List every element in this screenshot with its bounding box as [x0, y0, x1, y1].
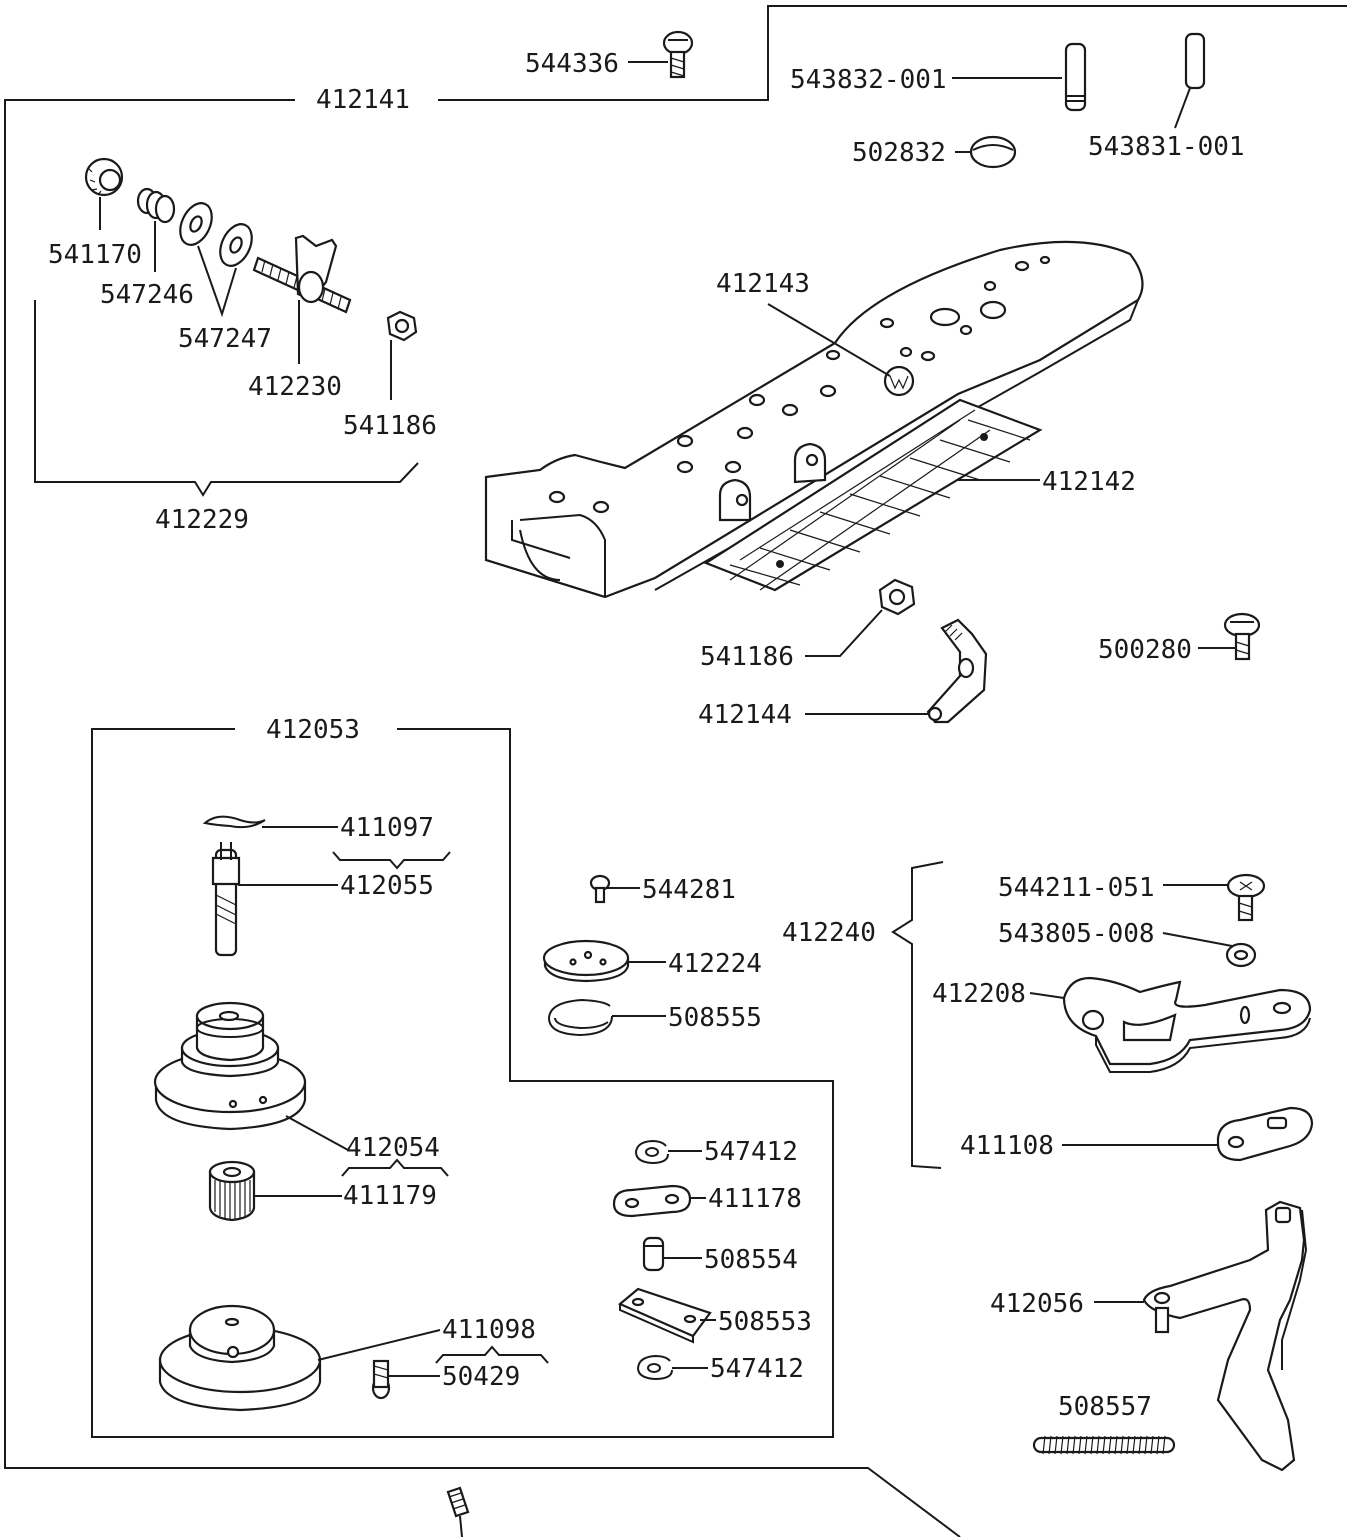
label-544336: 544336	[525, 49, 619, 79]
plate-508553	[617, 1287, 712, 1344]
label-412208: 412208	[932, 979, 1026, 1009]
clip-411097	[202, 815, 266, 829]
label-541170: 541170	[48, 240, 142, 270]
lever-412208	[1062, 976, 1312, 1073]
group-boundary-412141	[4, 5, 1347, 1537]
label-547412-b: 547412	[710, 1354, 804, 1384]
spring-508557	[1032, 1435, 1176, 1455]
disc-412224	[542, 939, 630, 983]
label-412054: 412054	[346, 1133, 440, 1163]
screw-544336	[662, 30, 694, 79]
lever-412056	[1142, 1200, 1308, 1472]
link-411178	[612, 1184, 692, 1218]
label-544211-051: 544211-051	[998, 873, 1155, 903]
label-502832: 502832	[852, 138, 946, 168]
label-411178: 411178	[708, 1184, 802, 1214]
felt-pad-412142	[703, 398, 1043, 592]
label-411098: 411098	[442, 1315, 536, 1345]
screw-544281	[589, 874, 611, 904]
label-508557: 508557	[1058, 1392, 1152, 1422]
ering-547412-a	[634, 1139, 669, 1165]
link-411108	[1216, 1106, 1314, 1162]
label-543831-001: 543831-001	[1088, 132, 1245, 162]
label-412055: 412055	[340, 871, 434, 901]
nut-541186-top	[386, 310, 418, 342]
washer-547247-b	[219, 223, 253, 267]
brace-412240	[891, 861, 944, 1169]
label-508554: 508554	[704, 1245, 798, 1275]
brace-411098	[435, 1345, 549, 1364]
shaft-412055	[211, 842, 241, 957]
screw-50429	[371, 1359, 391, 1400]
collar-411179	[208, 1160, 256, 1222]
nut-541170	[84, 157, 124, 197]
label-541186-top: 541186	[343, 411, 437, 441]
ring-508555	[547, 998, 613, 1037]
label-500280: 500280	[1098, 635, 1192, 665]
label-543832-001: 543832-001	[790, 65, 947, 95]
label-541186-mid: 541186	[700, 642, 794, 672]
label-547247: 547247	[178, 324, 272, 354]
spring-547246	[136, 187, 176, 224]
part-labels: 544336 412141 543832-001 543831-001 5028…	[48, 49, 1245, 1422]
setscrew-bottom	[446, 1486, 470, 1537]
brace-412054	[341, 1158, 449, 1177]
pin-543832-001	[1064, 42, 1087, 112]
bracket-412229	[34, 300, 419, 497]
label-412143: 412143	[716, 269, 810, 299]
screw-500280	[1223, 612, 1261, 661]
label-412141: 412141	[316, 85, 410, 115]
label-412230: 412230	[248, 372, 342, 402]
label-412240: 412240	[782, 918, 876, 948]
cam-411098	[158, 1304, 322, 1412]
label-508553: 508553	[718, 1307, 812, 1337]
label-544281: 544281	[642, 875, 736, 905]
label-508555: 508555	[668, 1003, 762, 1033]
leader-lines	[99, 61, 1236, 1377]
label-411179: 411179	[343, 1181, 437, 1211]
label-50429: 50429	[442, 1362, 520, 1392]
label-412229: 412229	[155, 505, 249, 535]
label-412053: 412053	[266, 715, 360, 745]
ering-547412-b	[636, 1354, 673, 1381]
pulley-412054	[153, 1001, 307, 1131]
label-411108: 411108	[960, 1131, 1054, 1161]
label-547246: 547246	[100, 280, 194, 310]
screw-544211-051	[1226, 873, 1266, 922]
label-412224: 412224	[668, 949, 762, 979]
pin-508554	[642, 1236, 665, 1272]
label-411097: 411097	[340, 813, 434, 843]
washer-543805-008	[1225, 942, 1257, 968]
cap-502832	[969, 135, 1017, 169]
label-543805-008: 543805-008	[998, 919, 1155, 949]
stud-412230	[252, 234, 352, 314]
crank-412144	[926, 618, 988, 724]
label-412056: 412056	[990, 1289, 1084, 1319]
pin-543831-001	[1184, 32, 1206, 90]
label-412144: 412144	[698, 700, 792, 730]
washer-547247-a	[179, 202, 213, 246]
label-412142: 412142	[1042, 467, 1136, 497]
group-boundary-412053	[91, 728, 834, 1438]
nut-541186-mid	[878, 578, 916, 616]
label-547412-a: 547412	[704, 1137, 798, 1167]
brace-411097	[332, 851, 451, 870]
